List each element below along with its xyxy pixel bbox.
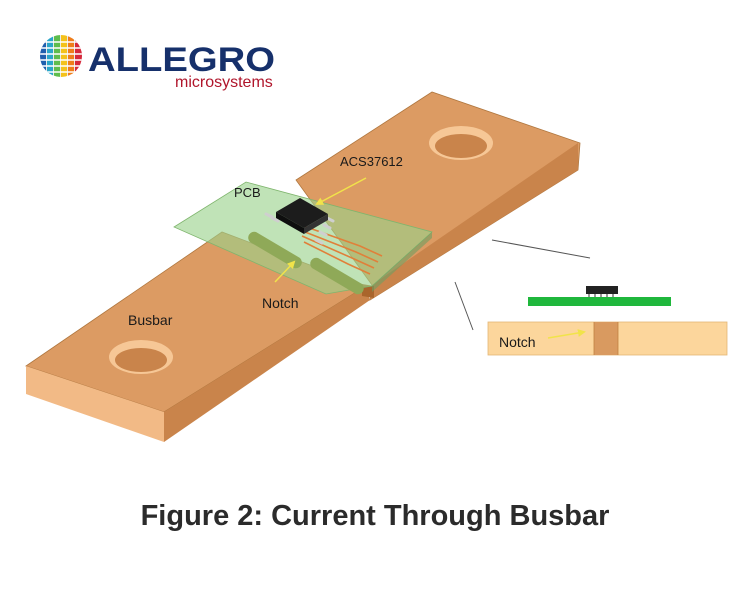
acs37612-chip [264,198,335,245]
logo-mark-icon [40,35,82,77]
notch-cross-section-inset: Notch [487,286,728,356]
inset-notch-arrow [547,329,586,339]
notch-pointer-arrow [274,260,296,283]
figure-caption: Figure 2: Current Through Busbar [140,500,610,532]
pcb-traces [297,223,383,275]
sensor-label: ACS37612 [340,154,403,169]
inset-chip-pins [588,294,614,297]
chip-pins [264,212,335,245]
zoom-guide-upper [491,239,591,259]
mounting-hole-left-icon [109,340,173,374]
pcb-slot-upper [248,231,302,269]
inset-notch-label: Notch [499,334,536,350]
pcb-label: PCB [234,185,261,200]
busbar-side-left [164,286,370,442]
zoom-guide-lower [454,281,474,331]
inset-pcb [528,297,671,306]
mounting-hole-right-icon [429,126,493,160]
inset-notch-cut [594,322,618,355]
allegro-logo: ALLEGRO microsystems [40,35,275,91]
sensor-pointer-arrow [315,177,367,205]
pcb-board [173,181,433,295]
notch-label: Notch [262,295,299,311]
busbar-front [26,366,164,442]
pcb-slot-lower [310,257,364,295]
inset-chip [586,286,618,294]
busbar-label: Busbar [128,312,173,328]
brand-name: ALLEGRO [88,41,275,79]
busbar-side-right [370,143,578,300]
brand-tagline: microsystems [175,74,273,91]
